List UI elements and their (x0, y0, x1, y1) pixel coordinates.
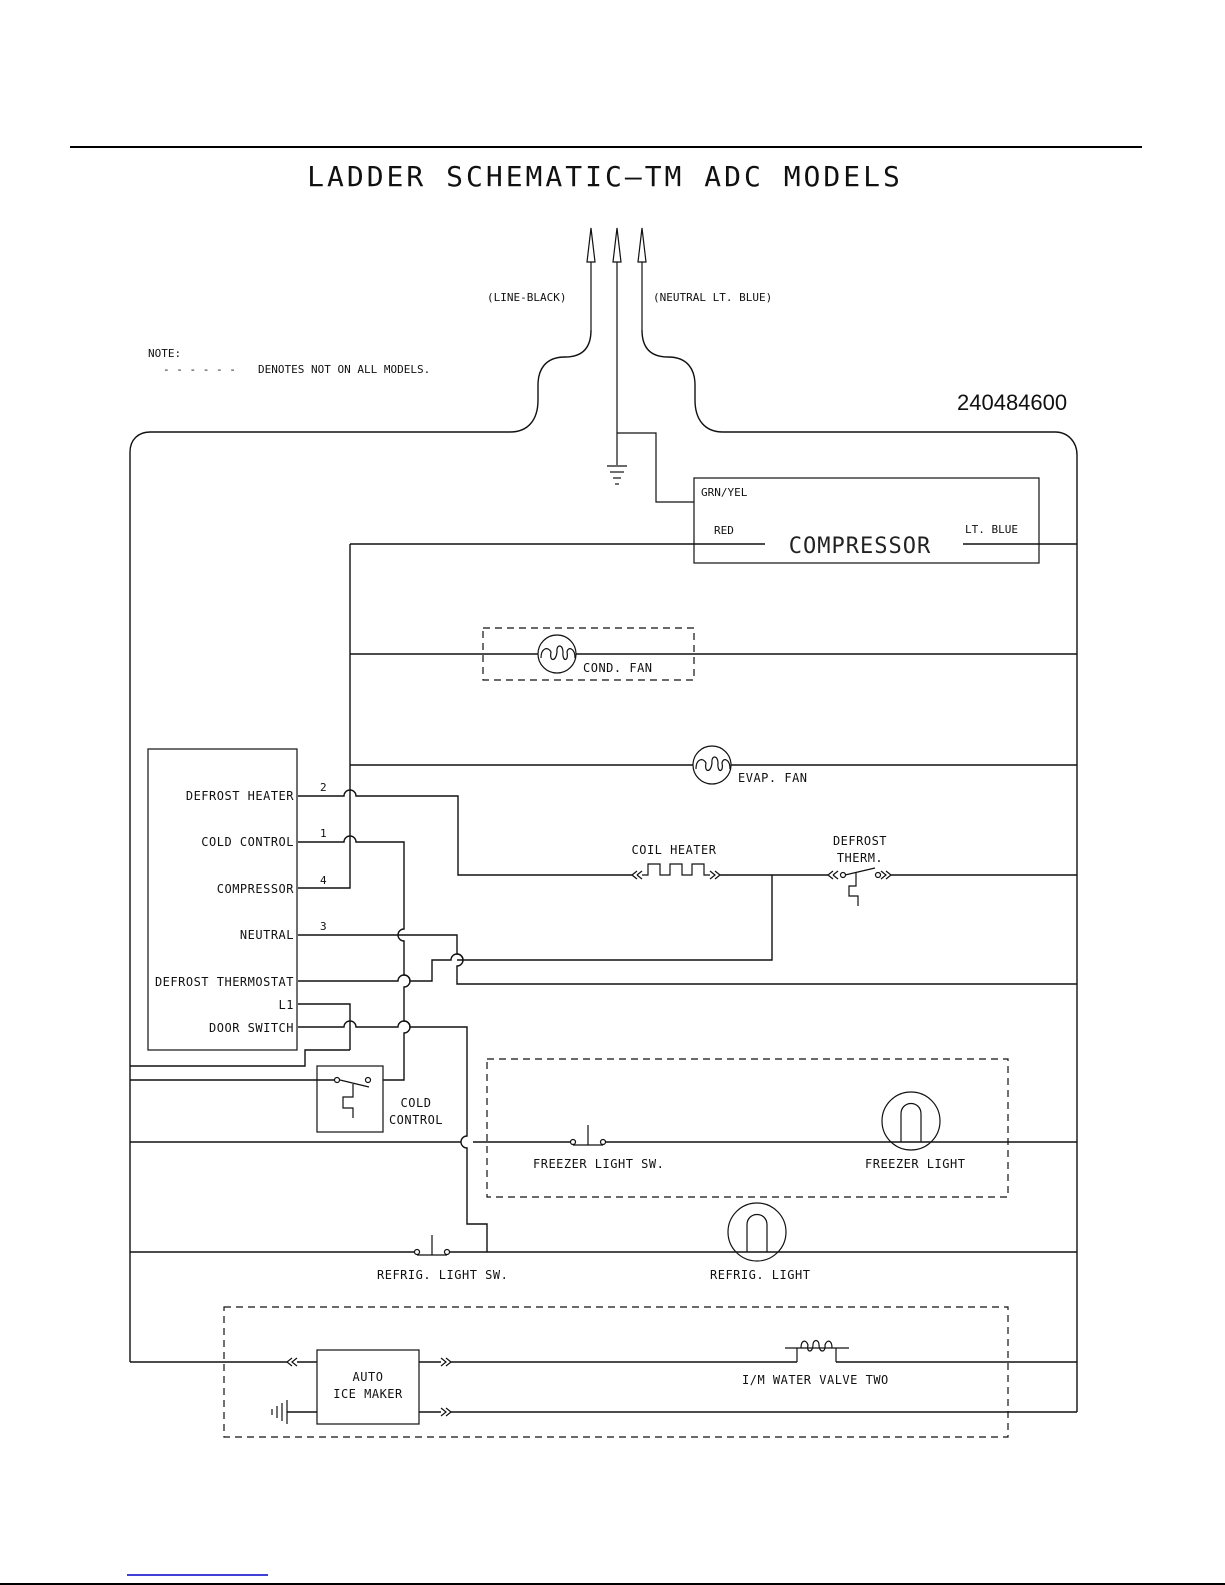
line-bus-wire (129, 329, 592, 1362)
coil-heater-label: COIL HEATER (632, 843, 717, 857)
refrig-light-label: REFRIG. LIGHT (710, 1268, 810, 1282)
compressor-feed-wire (298, 544, 351, 889)
defrost-heater-wire (298, 789, 632, 876)
connector-right-top-icon (440, 1357, 452, 1367)
defrost-therm-label-line1: DEFROST (833, 834, 887, 848)
refrig-light-switch-icon (413, 1235, 451, 1256)
ice-maker-label-line2: ICE MAKER (333, 1387, 403, 1401)
door-switch-wire (298, 1020, 488, 1252)
cold-control-wire (298, 835, 411, 1081)
freezer-light-bulb-icon (881, 1091, 941, 1151)
terminal-defrost-heater: DEFROST HEATER (186, 789, 294, 803)
terminal-compressor: COMPRESSOR (217, 882, 295, 896)
cold-control-box (316, 1065, 384, 1133)
terminal-neutral: NEUTRAL (240, 928, 294, 942)
terminal-l1: L1 (279, 998, 294, 1012)
freezer-light-label: FREEZER LIGHT (865, 1157, 965, 1171)
terminal-cold-control: COLD CONTROL (201, 835, 294, 849)
cold-control-label-line2: CONTROL (389, 1113, 443, 1127)
defrost-therm-label-line2: THERM. (837, 851, 883, 865)
refrig-light-bulb-icon (727, 1202, 787, 1262)
control-board-terminals: DEFROST HEATER COLD CONTROL COMPRESSOR N… (155, 789, 294, 1035)
cold-control-switch-icon (333, 1076, 372, 1118)
defrost-thermostat-icon (827, 867, 892, 906)
chassis-ground-icon (271, 1400, 288, 1424)
part-number: 240484600 (957, 390, 1067, 415)
defrost-thermostat-wire (298, 953, 464, 982)
connector-left-icon (286, 1357, 298, 1367)
pin-4-label: 4 (320, 874, 327, 887)
freezer-light-sw-label: FREEZER LIGHT SW. (533, 1157, 664, 1171)
diagram-title: LADDER SCHEMATIC—TM ADC MODELS (307, 160, 903, 193)
terminal-door-switch: DOOR SWITCH (209, 1021, 294, 1035)
compressor-lt-blue-label: LT. BLUE (965, 523, 1018, 536)
line-arrow-icon (586, 227, 596, 330)
l1-wire (298, 1003, 351, 1050)
supply-arrows (586, 227, 647, 465)
note-heading: NOTE: (148, 347, 181, 360)
ground-arrow-icon (612, 227, 622, 465)
note-legend-dashes: - - - - - - (163, 363, 236, 376)
coil-heater-icon (631, 863, 721, 880)
compressor-grn-yel-label: GRN/YEL (701, 486, 748, 499)
note-legend-text: DENOTES NOT ON ALL MODELS. (258, 363, 430, 376)
freezer-light-switch-icon (569, 1125, 607, 1146)
compressor-red-label: RED (714, 524, 734, 537)
terminal-defrost-thermostat: DEFROST THERMOSTAT (155, 975, 294, 989)
ice-maker-label-line1: AUTO (353, 1370, 384, 1384)
pin-1-label: 1 (320, 827, 327, 840)
line-black-label: (LINE-BLACK) (487, 291, 566, 304)
compressor-label: COMPRESSOR (789, 534, 931, 559)
control-board (147, 748, 298, 1051)
pin-2-label: 2 (320, 781, 327, 794)
heater-junction-wire (457, 875, 773, 961)
pin-3-label: 3 (320, 920, 327, 933)
cond-fan-icon (537, 634, 577, 674)
compressor-box (693, 477, 1040, 564)
ice-maker-box (316, 1349, 420, 1425)
neutral-bus-wire (641, 329, 1078, 1412)
neutral-arrow-icon (637, 227, 647, 330)
freezer-light-optional-box (486, 1058, 1009, 1198)
cond-fan-label: COND. FAN (583, 661, 653, 675)
water-valve-label: I/M WATER VALVE TWO (742, 1373, 889, 1387)
cold-control-label-line1: COLD (401, 1096, 432, 1110)
connector-right-bottom-icon (440, 1407, 452, 1417)
water-valve-coil-icon (785, 1339, 849, 1362)
neutral-lt-blue-label: (NEUTRAL LT. BLUE) (653, 291, 772, 304)
evap-fan-icon (692, 745, 732, 785)
l1-return-wire (130, 1049, 350, 1067)
refrig-light-sw-label: REFRIG. LIGHT SW. (377, 1268, 508, 1282)
evap-fan-label: EVAP. FAN (738, 771, 808, 785)
ground-icon (607, 465, 627, 485)
